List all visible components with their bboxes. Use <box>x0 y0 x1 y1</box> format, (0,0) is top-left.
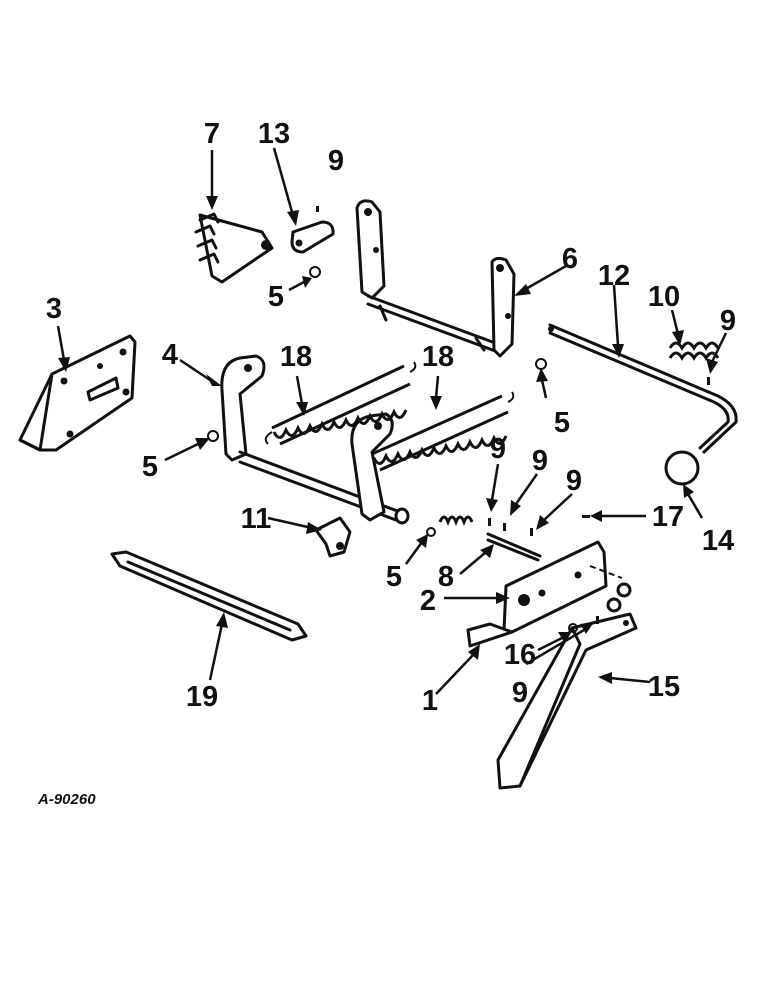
callout-9-mid-b: 9 <box>532 445 548 477</box>
callout-5-right: 5 <box>554 407 570 439</box>
part-18-spring-right <box>371 391 515 472</box>
part-11-cam <box>314 516 352 558</box>
callout-8: 8 <box>438 561 454 593</box>
callout-7: 7 <box>204 118 220 150</box>
callout-2: 2 <box>420 585 436 617</box>
callout-10: 10 <box>648 281 680 313</box>
callout-16: 16 <box>504 639 536 671</box>
callout-5-left: 5 <box>142 451 158 483</box>
callout-6: 6 <box>562 243 578 275</box>
part-9-pin-b <box>503 523 506 531</box>
callout-12: 12 <box>598 260 630 292</box>
part-12-rod <box>548 323 738 454</box>
callout-5-lower: 5 <box>386 561 402 593</box>
part-1-bracket <box>466 540 632 648</box>
part-3-plate <box>18 334 137 452</box>
part-5-washer-left <box>207 430 219 442</box>
part-4-shaft-assembly <box>220 354 410 525</box>
callout-15: 15 <box>648 671 680 703</box>
callout-5-top: 5 <box>268 281 284 313</box>
callout-1: 1 <box>422 685 438 717</box>
part-5-washer-top <box>309 266 321 278</box>
part-18-spring-left <box>264 361 417 446</box>
callout-19: 19 <box>186 681 218 713</box>
callout-18-right: 18 <box>422 341 454 373</box>
callout-4: 4 <box>162 339 178 371</box>
part-6-shaft-assembly <box>355 199 516 358</box>
part-16-washer <box>568 623 578 633</box>
part-10-spring <box>668 341 720 361</box>
callout-17: 17 <box>652 501 684 533</box>
part-14-knob <box>664 450 700 486</box>
callout-9-lower: 9 <box>512 677 528 709</box>
part-5-washer-right <box>535 358 547 370</box>
callout-9-right: 9 <box>720 305 736 337</box>
part-13-lever <box>290 220 335 254</box>
part-9-pin-right <box>707 377 710 385</box>
callout-18-left: 18 <box>280 341 312 373</box>
callout-11: 11 <box>241 503 272 535</box>
part-17-pin <box>582 515 590 518</box>
part-19-strap <box>110 550 308 642</box>
leader-lines <box>56 147 728 695</box>
reference-number: A-90260 <box>37 791 96 808</box>
callout-3: 3 <box>46 293 62 325</box>
small-spring <box>438 515 474 527</box>
part-9-pin-lower <box>596 616 599 624</box>
part-5-washer-lower <box>426 527 436 537</box>
callout-9-top: 9 <box>328 145 344 177</box>
part-8-pin <box>486 532 542 562</box>
part-9-pin-top <box>316 206 319 212</box>
callout-9-mid-a: 9 <box>490 433 506 465</box>
callout-13: 13 <box>258 118 290 150</box>
part-7-bracket <box>194 212 274 284</box>
part-9-pin-a <box>488 518 491 526</box>
callout-14: 14 <box>702 525 734 557</box>
part-9-pin-c <box>530 528 533 536</box>
callout-9-mid-c: 9 <box>566 465 582 497</box>
